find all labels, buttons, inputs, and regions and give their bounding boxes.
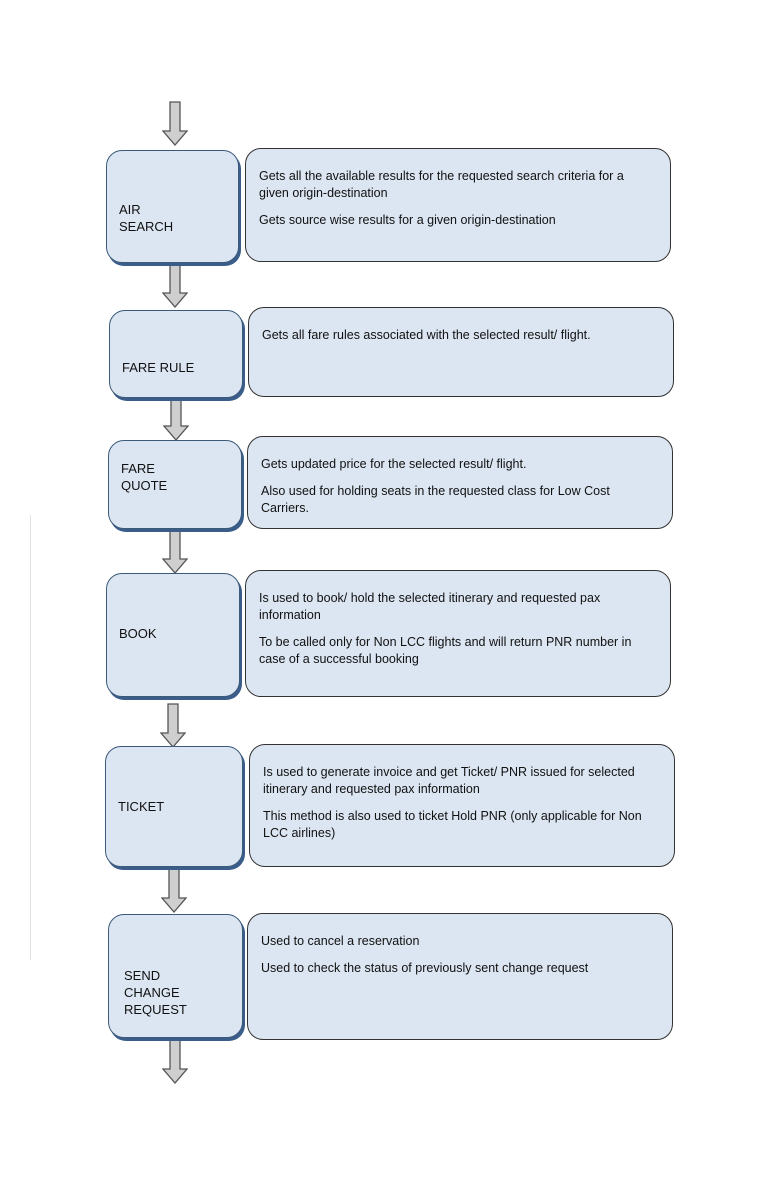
description-line: Is used to generate invoice and get Tick… (263, 765, 635, 796)
description-line: Used to check the status of previously s… (261, 961, 589, 975)
description-line: Is used to book/ hold the selected itine… (259, 591, 601, 622)
down-arrow-icon (162, 263, 188, 308)
description-ticket: Is used to generate invoice and get Tick… (249, 744, 675, 867)
step-label: TICKET (118, 799, 165, 814)
down-arrow-icon (163, 396, 189, 441)
down-arrow-icon (162, 529, 188, 574)
description-line: Gets all the available results for the r… (259, 169, 624, 200)
description-line: Used to cancel a reservation (261, 934, 420, 948)
step-label: AIR SEARCH (119, 202, 174, 234)
description-line: Also used for holding seats in the reque… (261, 484, 610, 515)
description-line: Gets updated price for the selected resu… (261, 457, 527, 471)
description-fare-rule: Gets all fare rules associated with the … (248, 307, 674, 397)
description-air-search: Gets all the available results for the r… (245, 148, 671, 262)
step-label: FARE RULE (122, 360, 195, 375)
description-line: Gets all fare rules associated with the … (262, 328, 591, 342)
description-line: Gets source wise results for a given ori… (259, 213, 556, 227)
page-margin-line (30, 515, 31, 960)
description-line: To be called only for Non LCC flights an… (259, 635, 632, 666)
step-label: SEND CHANGE REQUEST (124, 968, 187, 1017)
step-air-search: AIR SEARCH (106, 150, 239, 263)
description-book: Is used to book/ hold the selected itine… (245, 570, 671, 697)
step-ticket: TICKET (105, 746, 243, 867)
step-fare-quote: FARE QUOTE (108, 440, 242, 529)
step-book: BOOK (106, 573, 240, 697)
step-label: BOOK (119, 626, 157, 641)
description-fare-quote: Gets updated price for the selected resu… (247, 436, 673, 529)
step-label: FARE QUOTE (121, 461, 168, 493)
description-line: This method is also used to ticket Hold … (263, 809, 642, 840)
step-send-change-request: SEND CHANGE REQUEST (108, 914, 243, 1038)
down-arrow-icon (162, 1039, 188, 1084)
down-arrow-icon (162, 101, 188, 146)
description-send-change-request: Used to cancel a reservation Used to che… (247, 913, 673, 1040)
down-arrow-icon (161, 868, 187, 913)
step-fare-rule: FARE RULE (109, 310, 243, 398)
down-arrow-icon (160, 703, 186, 748)
